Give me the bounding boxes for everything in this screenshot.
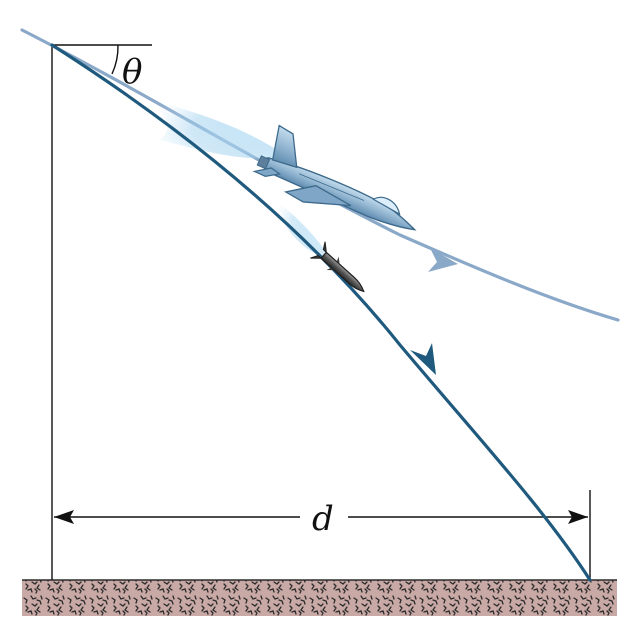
dimension-arrow-right-icon (568, 510, 588, 524)
ground (22, 580, 617, 616)
missile-trajectory (50, 43, 592, 582)
plane-path-arrow-icon (428, 248, 458, 272)
distance-dimension (54, 510, 588, 524)
missile-path-arrow-icon (410, 343, 436, 375)
jet-fighter-icon (252, 124, 417, 231)
missile-exhaust-glow (275, 200, 328, 256)
plane-flight-path (20, 28, 620, 322)
angle-label: θ (122, 52, 142, 92)
exhaust-glow (150, 100, 285, 159)
dimension-arrow-left-icon (54, 510, 74, 524)
distance-label: d (312, 499, 334, 539)
angle-arc (111, 44, 119, 75)
missile-icon (310, 241, 365, 293)
